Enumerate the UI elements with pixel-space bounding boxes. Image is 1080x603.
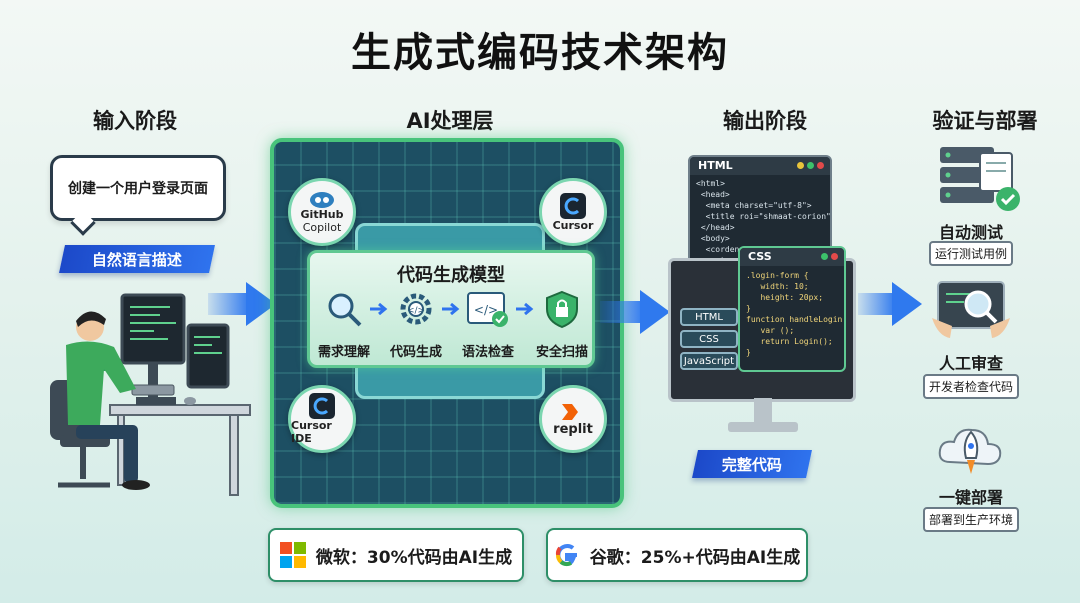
svg-text:</>: </>: [474, 303, 498, 317]
code-generation-model-box: 代码生成模型 </> </> 需求理解 代码生成 语法检查 安全扫描: [307, 250, 595, 368]
google-stat-card: 谷歌：25%+代码由AI生成: [546, 528, 808, 582]
replit-logo: replit: [539, 385, 607, 453]
tab-javascript: JavaScript: [680, 352, 738, 370]
google-logo-icon: [555, 544, 577, 567]
magnifier-icon: [328, 293, 362, 327]
flow-arrow-2: [600, 290, 672, 334]
complete-code-label: 完整代码: [721, 455, 782, 474]
google-stat-text: 谷歌：25%+代码由AI生成: [589, 547, 801, 568]
css-code-line: var ();: [746, 326, 795, 335]
html-code-line: <head>: [696, 190, 730, 199]
microsoft-stat-text: 微软：30%代码由AI生成: [315, 547, 513, 568]
code-review-icon: [932, 281, 1010, 338]
step-label-security: 安全扫描: [535, 345, 588, 360]
css-window-title: CSS: [748, 250, 772, 263]
cursor-ide-icon: [309, 393, 335, 419]
html-code-line: <html>: [696, 179, 725, 188]
html-code-line: </head>: [696, 223, 735, 232]
microsoft-logo-icon: [279, 542, 306, 568]
cloud-rocket-icon: [938, 428, 1002, 474]
copilot-icon: [310, 192, 334, 208]
css-code-line: }: [746, 348, 751, 357]
step-label-understand: 需求理解: [317, 345, 370, 360]
html-window-title: HTML: [698, 159, 733, 172]
step-arrow-2: [442, 303, 460, 315]
auto-test-desc-wrap: 运行测试用例: [905, 241, 1037, 266]
cursor-ide-logo: Cursor IDE: [288, 385, 356, 453]
cursor-icon: [560, 192, 586, 219]
syntax-check-icon: </>: [467, 292, 508, 327]
gear-code-icon: </>: [400, 293, 432, 325]
html-code-line: <body>: [696, 234, 730, 243]
auto-test-title: 自动测试: [938, 223, 1003, 242]
step-label-syntax: 语法检查: [461, 345, 514, 360]
stage-title-ai: AI处理层: [406, 109, 494, 133]
flow-arrow-1: [208, 282, 276, 326]
page-title: 生成式编码技术架构: [351, 30, 729, 76]
stage-title-deploy: 验证与部署: [932, 109, 1038, 133]
monitor-stand: [728, 398, 798, 432]
review-desc: 开发者检查代码: [922, 374, 1019, 399]
html-code-line: <meta charset="utf-8">: [696, 201, 812, 210]
server-test-icon: [940, 147, 1020, 211]
step-label-generate: 代码生成: [389, 345, 442, 360]
review-desc-wrap: 开发者检查代码: [905, 374, 1037, 399]
replit-label: replit: [553, 421, 593, 437]
natural-language-ribbon: 自然语言描述: [59, 245, 215, 273]
html-code-line: <title roi="shmaat-corion">: [696, 212, 832, 221]
developer-desk-illustration: [50, 293, 251, 496]
step-arrow-1: [370, 303, 388, 315]
css-code-line: width: 10;: [746, 282, 809, 291]
css-code-line: function handleLogin(){: [746, 315, 846, 324]
flow-arrow-3: [858, 282, 924, 326]
stage-title-output: 输出阶段: [723, 109, 807, 133]
model-title: 代码生成模型: [397, 265, 505, 286]
cursor-ide-label: Cursor IDE: [291, 419, 332, 445]
stage-title-input: 输入阶段: [93, 109, 177, 133]
speech-bubble: 创建一个用户登录页面: [50, 155, 226, 221]
deploy-desc: 部署到生产环境: [922, 507, 1019, 532]
replit-icon: [562, 403, 578, 420]
css-code-block: .login-form { width: 10; height: 20px;} f…: [740, 266, 844, 358]
security-shield-icon: [546, 290, 578, 329]
cursor-label: Cursor: [552, 218, 594, 232]
css-code-line: .login-form {: [746, 271, 809, 280]
deploy-title: 一键部署: [938, 488, 1003, 507]
css-code-line: return Login();: [746, 337, 833, 346]
step-arrow-3: [516, 303, 534, 315]
github-copilot-logo: GitHub Copilot: [288, 178, 356, 246]
tab-html: HTML: [680, 308, 738, 326]
auto-test-desc: 运行测试用例: [928, 241, 1013, 266]
complete-code-ribbon: 完整代码: [692, 450, 812, 478]
microsoft-stat-card: 微软：30%代码由AI生成: [268, 528, 524, 582]
github-label: GitHub: [300, 208, 344, 221]
natural-language-label: 自然语言描述: [91, 250, 182, 269]
bubble-text: 创建一个用户登录页面: [68, 181, 208, 197]
cursor-logo: Cursor: [539, 178, 607, 246]
css-code-line: }: [746, 304, 751, 313]
copilot-label: Copilot: [302, 221, 342, 234]
css-code-window: CSS .login-form { width: 10; height: 20p…: [738, 246, 846, 372]
css-code-line: height: 20px;: [746, 293, 824, 302]
review-title: 人工审查: [938, 354, 1003, 373]
svg-text:</>: </>: [407, 306, 425, 316]
deploy-desc-wrap: 部署到生产环境: [905, 507, 1037, 532]
tab-css: CSS: [680, 330, 738, 348]
